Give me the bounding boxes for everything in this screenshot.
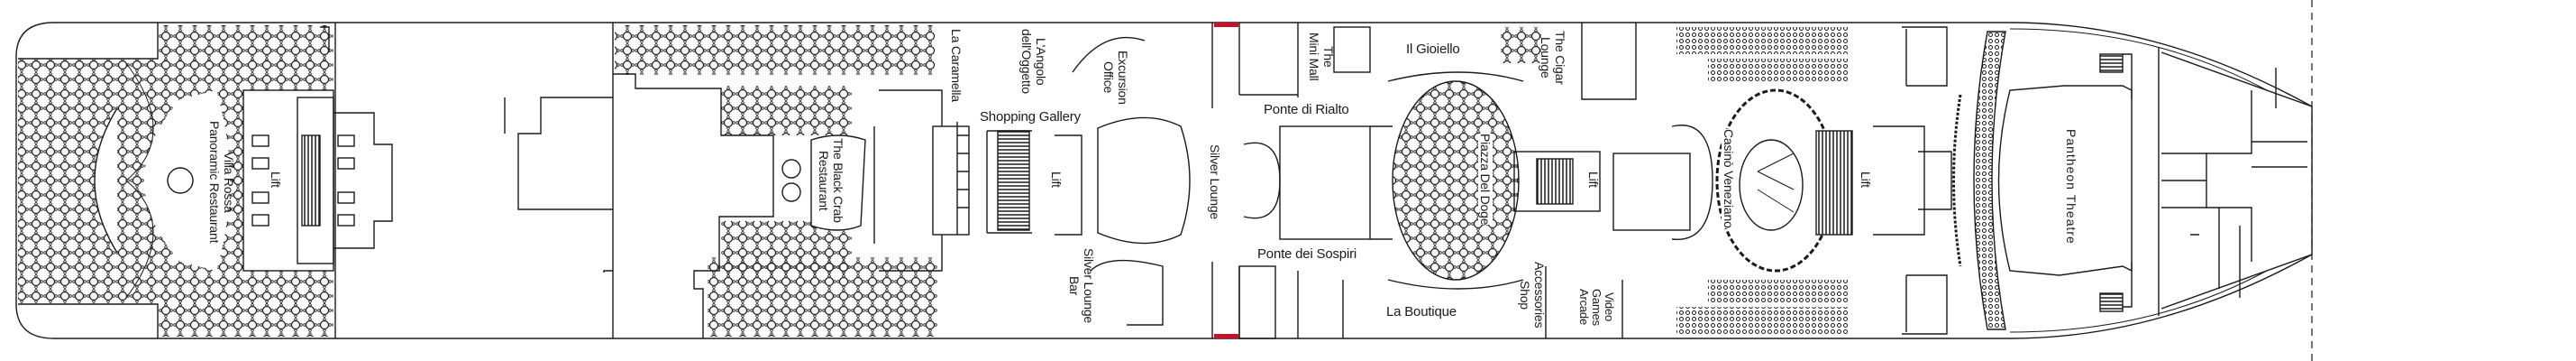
il-gioiello-label: Il Gioiello bbox=[1406, 42, 1460, 57]
video-games-arcade-label: Video Games Arcade bbox=[1577, 289, 1616, 326]
cigar-line1: The Cigar bbox=[1553, 31, 1567, 85]
ponte-dei-sospiri-label: Ponte dei Sospiri bbox=[1257, 246, 1357, 262]
silver-lounge-bar-label: Silver Lounge Bar bbox=[1067, 248, 1096, 323]
silver-lounge-label: Silver Lounge bbox=[1208, 144, 1222, 220]
video-line2: Games bbox=[1590, 289, 1603, 326]
la-boutique-label: La Boutique bbox=[1386, 304, 1457, 319]
mini-mall-line2: Mini Mall bbox=[1307, 32, 1321, 81]
theatre-seating bbox=[1973, 31, 2006, 330]
lift-aft-label: Lift bbox=[269, 171, 283, 188]
villa-rossa-label: Villa Rossa Panoramic Restaurant bbox=[207, 110, 236, 255]
excursion-office-label: Excursion Office bbox=[1101, 51, 1130, 105]
silver-lounge-bar-line2: Bar bbox=[1067, 275, 1082, 296]
video-line3: Arcade bbox=[1577, 289, 1591, 326]
accessories-line2: Shop bbox=[1518, 280, 1532, 310]
villa-rossa-line1: Villa Rossa bbox=[222, 152, 236, 213]
silver-lounge-bar-line1: Silver Lounge bbox=[1082, 248, 1096, 324]
fire-door-top bbox=[1214, 23, 1238, 27]
casino-veneziano-label: Casinò Veneziano bbox=[1722, 129, 1736, 228]
fire-door-bottom bbox=[1214, 334, 1238, 338]
piazza-del-doge-area bbox=[1392, 80, 1520, 281]
accessories-shop-label: Accessories Shop bbox=[1518, 262, 1547, 328]
villa-rossa-line2: Panoramic Restaurant bbox=[207, 121, 222, 244]
la-caramella-label: La Caramella bbox=[949, 29, 964, 102]
lift-mid-aft-label: Lift bbox=[1049, 171, 1064, 188]
angolo-line1: L'Angolo bbox=[1034, 37, 1048, 86]
mini-mall-label: The Mini Mall bbox=[1307, 32, 1336, 80]
accessories-line1: Accessories bbox=[1532, 262, 1547, 329]
video-line1: Video bbox=[1603, 292, 1616, 322]
black-crab-area bbox=[615, 25, 935, 75]
excursion-line1: Excursion bbox=[1116, 51, 1130, 105]
mini-mall-line1: The bbox=[1321, 45, 1336, 68]
ponte-di-rialto-label: Ponte di Rialto bbox=[1264, 102, 1349, 117]
cigar-lounge-label: The Cigar Lounge bbox=[1539, 31, 1567, 85]
lift-fwd-label: Lift bbox=[1859, 171, 1873, 188]
hull-outline bbox=[15, 22, 2313, 339]
lift-mid-label: Lift bbox=[1586, 171, 1601, 188]
piazza-del-doge-label: Piazza Del Doge bbox=[1478, 134, 1493, 226]
angolo-oggetto-label: L'Angolo dell'Oggetto bbox=[1019, 29, 1048, 94]
angolo-line2: dell'Oggetto bbox=[1019, 29, 1034, 94]
black-crab-line1: The Black Crab bbox=[831, 138, 845, 223]
excursion-line2: Office bbox=[1101, 61, 1116, 94]
pantheon-theatre-label: Pantheon Theatre bbox=[2064, 129, 2078, 245]
black-crab-label: The Black Crab Restaurant bbox=[817, 135, 845, 226]
shopping-gallery-label: Shopping Gallery bbox=[980, 109, 1081, 125]
lift-shafts-aft bbox=[251, 134, 355, 227]
black-crab-line2: Restaurant bbox=[817, 150, 831, 211]
casino-area bbox=[1676, 27, 1848, 54]
cigar-line2: Lounge bbox=[1539, 37, 1553, 79]
